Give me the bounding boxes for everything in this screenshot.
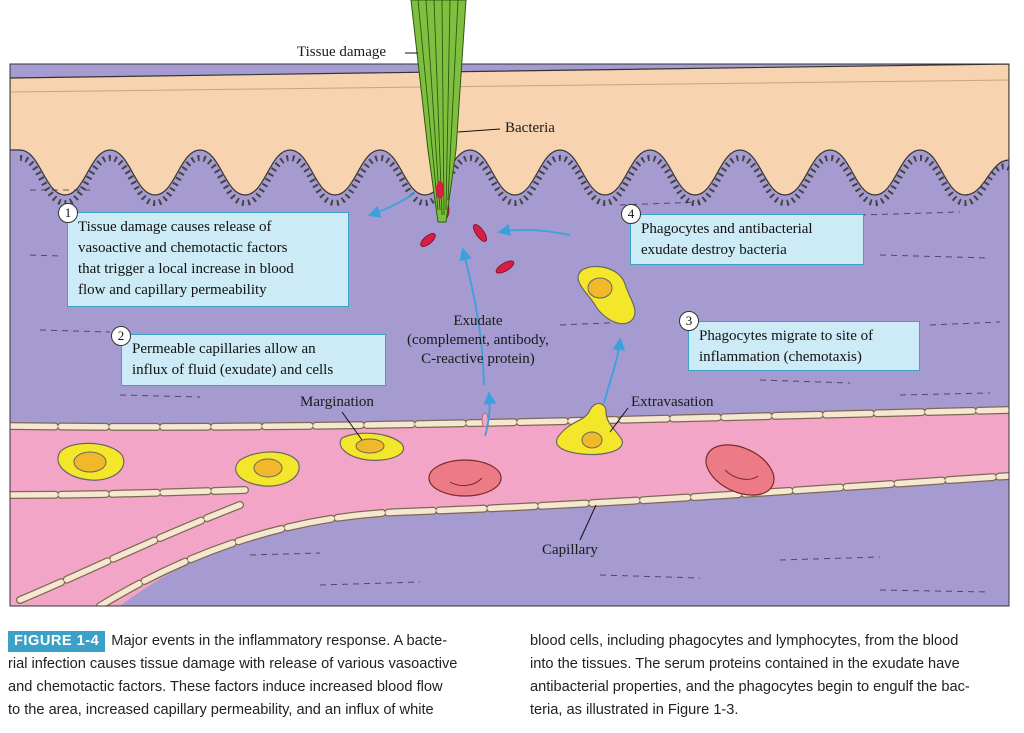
caption-right-line-2: into the tissues. The serum proteins con… — [530, 656, 960, 672]
phagocyte-nuclei — [73, 277, 613, 478]
step-1-box: Tissue damage causes release of vasoacti… — [67, 212, 349, 307]
branch-vessel — [10, 497, 250, 570]
step-2-number: 2 — [111, 326, 131, 346]
caption-left-line-2: rial infection causes tissue damage with… — [8, 656, 458, 672]
flow-arrows — [367, 192, 626, 437]
caption-right-line-1: blood cells, including phagocytes and ly… — [530, 633, 959, 649]
red-cell-marks — [449, 469, 759, 486]
label-bacteria: Bacteria — [505, 120, 555, 136]
caption-left-line-3: and chemotactic factors. These factors i… — [8, 679, 443, 695]
label-capillary: Capillary — [542, 542, 598, 558]
caption-right-line-3: antibacterial properties, and the phagoc… — [530, 679, 970, 695]
step-1-number: 1 — [58, 203, 78, 223]
red-blood-cells — [428, 444, 775, 497]
epithelial-cells — [19, 154, 1009, 207]
step-2-box: Permeable capillaries allow an influx of… — [121, 334, 386, 386]
skin-layer — [10, 64, 1009, 196]
label-extravasation: Extravasation — [631, 394, 714, 410]
leader-lines — [341, 52, 629, 541]
step-4-number: 4 — [621, 204, 641, 224]
capillary-walls-fill — [10, 407, 1009, 606]
step-4-box: Phagocytes and antibacterial exudate des… — [630, 214, 864, 265]
step-3-number: 3 — [679, 311, 699, 331]
caption-right-line-4: teria, as illustrated in Figure 1-3. — [530, 702, 739, 718]
label-exudate: Exudate (complement, antibody, C-reactiv… — [407, 313, 549, 367]
caption-left-line-4: to the area, increased capillary permeab… — [8, 702, 434, 718]
label-margination: Margination — [300, 394, 374, 410]
caption-right-column: blood cells, including phagocytes and ly… — [530, 630, 1016, 722]
bacteria-on-splinter — [436, 181, 444, 199]
diagram-frame — [9, 63, 1010, 607]
label-tissue-damage: Tissue damage — [297, 44, 387, 60]
splinter-grain — [417, 0, 459, 216]
step-3-box: Phagocytes migrate to site of inflammati… — [688, 321, 920, 371]
skin-surface-line — [10, 79, 1009, 93]
figure-tag: FIGURE 1-4 — [8, 631, 106, 652]
